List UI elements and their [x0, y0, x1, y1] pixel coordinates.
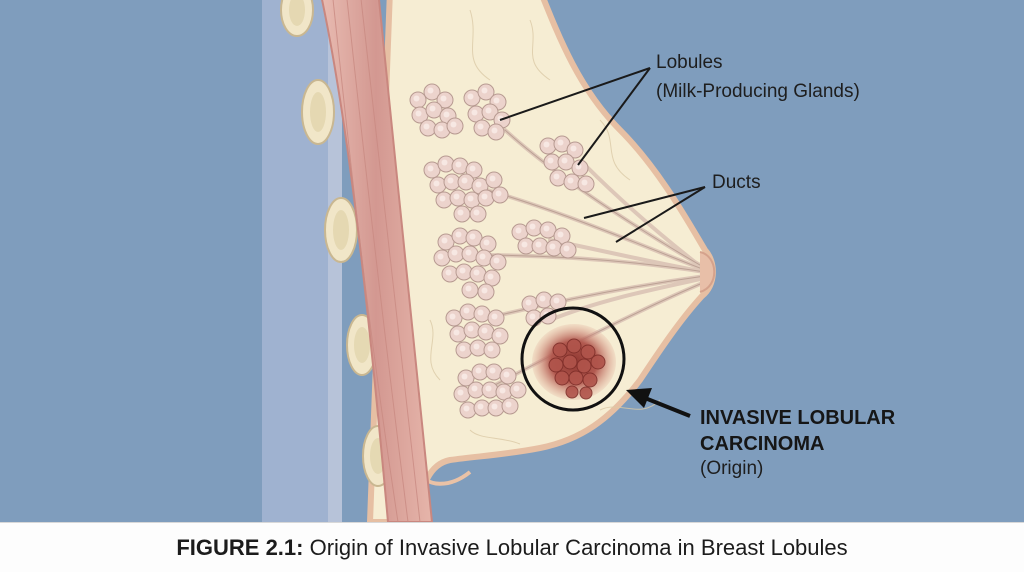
ilc-label-line1: INVASIVE LOBULAR [700, 407, 896, 429]
tumor [532, 324, 616, 400]
figure-caption: FIGURE 2.1: Origin of Invasive Lobular C… [176, 535, 847, 560]
lobules-label-subtitle: (Milk-Producing Glands) [656, 81, 860, 102]
ilc-label: INVASIVE LOBULAR CARCINOMA [700, 405, 895, 457]
breast-anatomy-illustration [0, 0, 1024, 522]
ilc-label-line2: CARCINOMA [700, 433, 825, 455]
caption-bar: FIGURE 2.1: Origin of Invasive Lobular C… [0, 522, 1024, 572]
nipple [699, 251, 716, 293]
annotation-lines [499, 67, 706, 243]
lobule-9 [453, 363, 527, 419]
lobules-leader-2 [577, 67, 651, 166]
figure-number: FIGURE 2.1: [176, 535, 304, 560]
pectoral-muscle [321, 0, 434, 522]
lobules-leader-1 [499, 67, 651, 121]
ducts-label: Ducts [712, 172, 761, 193]
lobules-label: Lobules (Milk-Producing Glands) [656, 48, 860, 106]
ducts-leader-2 [615, 186, 706, 243]
lobules-label-title: Lobules [656, 52, 723, 73]
fat-texture [429, 9, 661, 445]
figure-caption-text: Origin of Invasive Lobular Carcinoma in … [303, 535, 848, 560]
ducts-leader-1 [583, 186, 706, 219]
rib-column [262, 0, 328, 522]
ilc-origin-label: (Origin) [700, 458, 764, 479]
arrow-left-icon [626, 388, 691, 418]
circle-highlight-icon [520, 306, 626, 412]
